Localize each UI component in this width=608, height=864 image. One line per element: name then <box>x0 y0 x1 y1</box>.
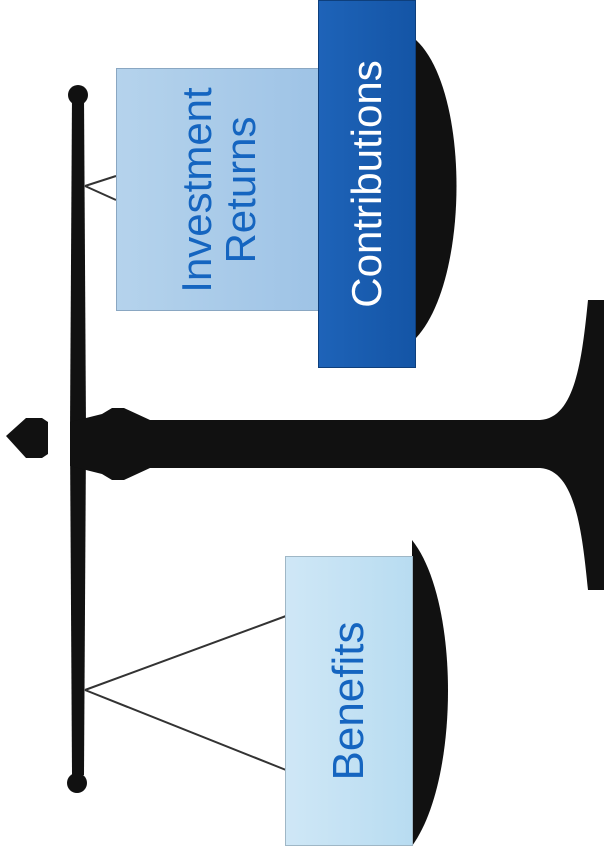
investment-returns-line2: Returns <box>217 115 264 264</box>
beam-end-knob-top <box>68 85 88 105</box>
upper-pan-string <box>84 175 117 201</box>
investment-returns-box: Investment Returns <box>116 68 322 311</box>
investment-returns-line1: Investment <box>172 86 220 293</box>
lower-pan-bowl <box>412 540 448 846</box>
pivot-finial <box>6 418 48 458</box>
investment-returns-label: Investment Returns <box>172 86 264 293</box>
contributions-label: Contributions <box>343 60 390 308</box>
benefits-box: Benefits <box>285 556 413 846</box>
benefits-label: Benefits <box>324 621 373 781</box>
lower-pan-string <box>84 615 287 771</box>
scale-post <box>70 300 604 590</box>
contributions-box: Contributions <box>318 0 416 368</box>
upper-pan-bowl <box>416 40 457 338</box>
beam-end-knob-bottom <box>67 773 87 793</box>
